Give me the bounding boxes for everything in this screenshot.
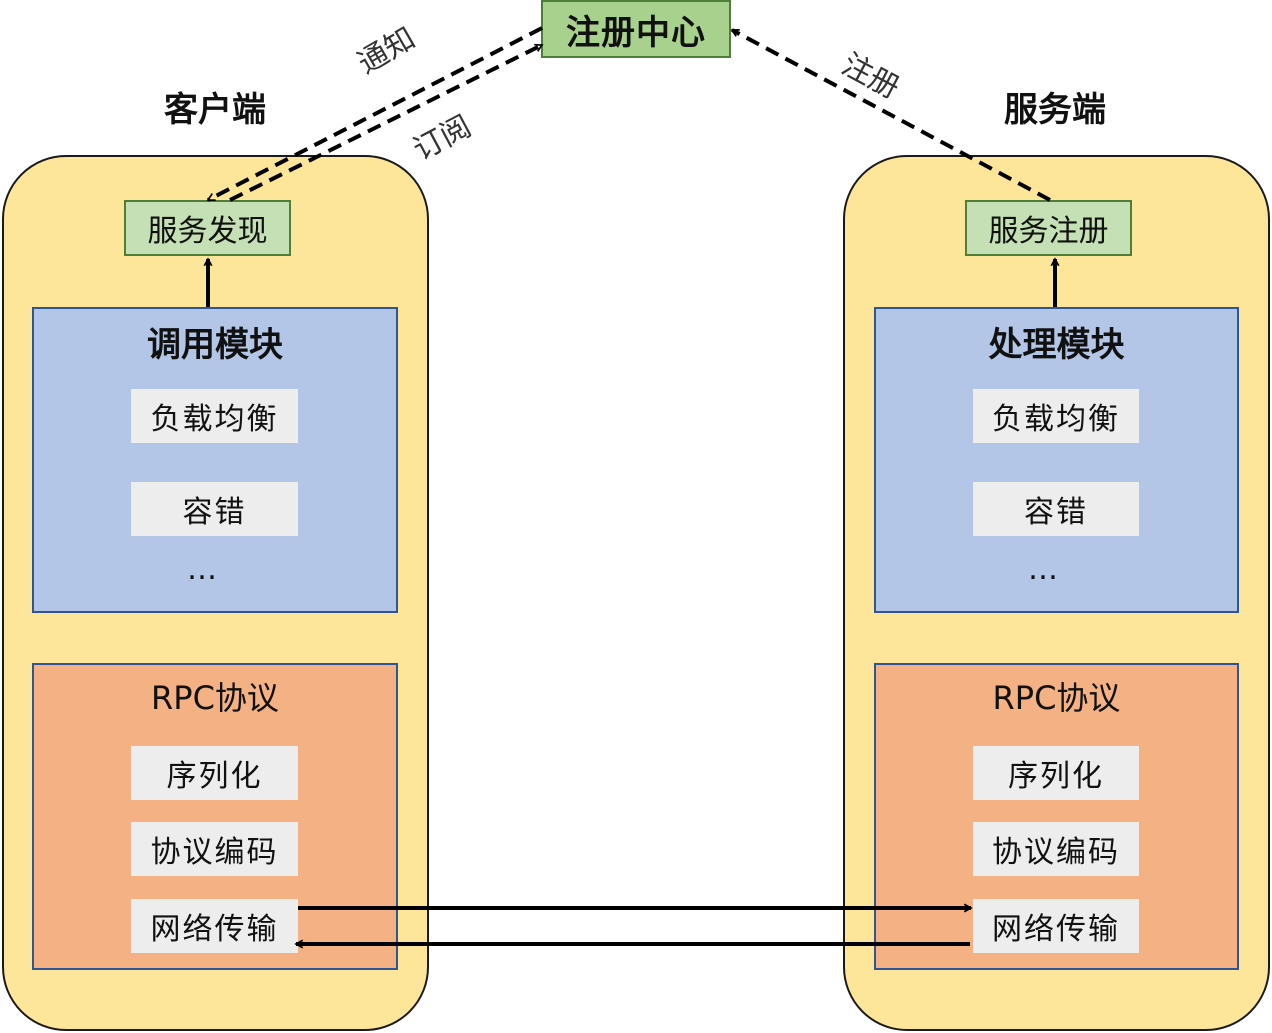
server-serialization-label: 序列化 <box>1008 759 1104 794</box>
client-load-balance-box: 负载均衡 <box>131 389 298 443</box>
client-load-balance-label: 负载均衡 <box>150 402 279 437</box>
client-protocol-encoding-label: 协议编码 <box>150 835 279 870</box>
server-serialization-box: 序列化 <box>973 746 1139 800</box>
client-network-transport-label: 网络传输 <box>150 912 279 947</box>
client-fault-tolerance-label: 容错 <box>182 495 247 530</box>
register-arrow <box>732 28 1051 202</box>
subscribe-arrow <box>229 43 542 202</box>
registry-box: 注册中心 <box>541 0 731 58</box>
server-processing-module: 处理模块 <box>874 307 1239 613</box>
server-rpc-protocol-title: RPC协议 <box>992 679 1121 717</box>
registry-label: 注册中心 <box>566 12 706 53</box>
client-serialization-box: 序列化 <box>131 746 298 800</box>
server-protocol-encoding-label: 协议编码 <box>992 835 1120 870</box>
service-discovery-box: 服务发现 <box>124 200 291 256</box>
client-call-module: 调用模块 <box>32 307 398 613</box>
service-discovery-label: 服务发现 <box>147 214 268 249</box>
server-protocol-encoding-box: 协议编码 <box>973 822 1139 876</box>
server-module-ellipsis: … <box>1028 552 1058 587</box>
server-processing-module-title: 处理模块 <box>988 325 1125 365</box>
client-serialization-label: 序列化 <box>166 759 263 794</box>
client-rpc-protocol-title: RPC协议 <box>151 679 279 717</box>
server-network-transport-label: 网络传输 <box>992 912 1120 947</box>
server-title: 服务端 <box>1004 90 1106 130</box>
client-module-ellipsis: … <box>187 552 217 587</box>
client-protocol-encoding-box: 协议编码 <box>131 822 298 876</box>
server-load-balance-label: 负载均衡 <box>992 402 1120 437</box>
client-network-transport-box: 网络传输 <box>131 899 298 953</box>
server-network-transport-box: 网络传输 <box>973 899 1139 953</box>
client-fault-tolerance-box: 容错 <box>131 482 298 536</box>
notify-arrow <box>208 26 543 202</box>
client-title: 客户端 <box>164 90 266 130</box>
server-fault-tolerance-box: 容错 <box>973 482 1139 536</box>
server-fault-tolerance-label: 容错 <box>1024 495 1088 530</box>
server-load-balance-box: 负载均衡 <box>973 389 1139 443</box>
service-registration-label: 服务注册 <box>988 214 1109 249</box>
client-call-module-title: 调用模块 <box>147 325 283 365</box>
